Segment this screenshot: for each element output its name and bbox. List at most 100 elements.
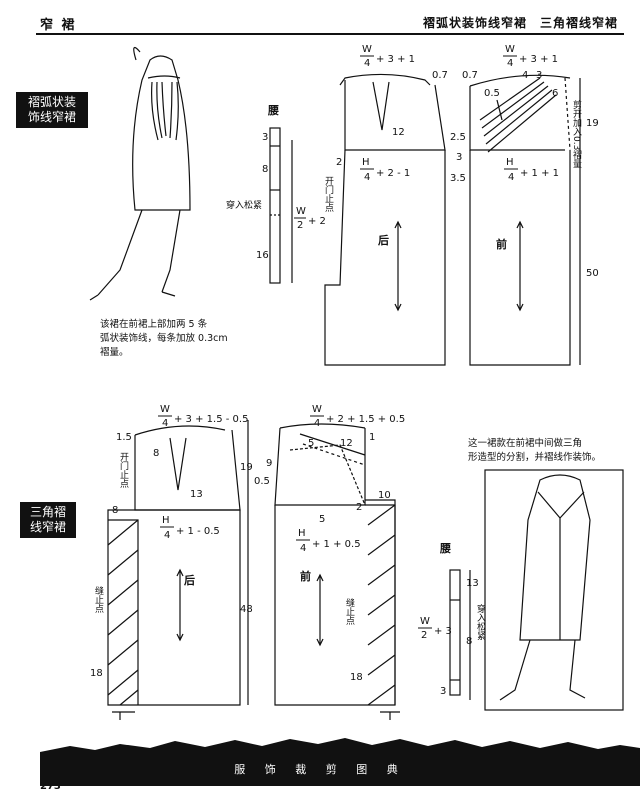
section-tab-line: 饰线窄裙 bbox=[27, 110, 76, 124]
front-top-w-add: + 3 + 1 bbox=[519, 54, 558, 65]
front-top-num: 3 bbox=[456, 152, 462, 163]
front-top-w-num: W bbox=[505, 44, 515, 55]
waistband-top-title: 腰 bbox=[267, 104, 279, 117]
back-top-num: 12 bbox=[392, 127, 405, 138]
front-bottom-num: 9 bbox=[266, 458, 272, 469]
section-tab-top: 褶弧状装 饰线窄裙 bbox=[16, 92, 88, 128]
waistband-top-num: 3 bbox=[262, 132, 268, 143]
back-bottom-num: 48 bbox=[240, 604, 253, 615]
front-top-num: 3 bbox=[536, 70, 542, 81]
front-bottom-num: 5 bbox=[308, 438, 314, 449]
front-bottom-num: 5 bbox=[319, 514, 325, 525]
front-bottom-num: 2 bbox=[356, 502, 362, 513]
front-bottom-num: 10 bbox=[378, 490, 391, 501]
caption-line: 形造型的分割，并褶线作装饰。 bbox=[468, 452, 602, 463]
front-bottom-num: 1 bbox=[369, 432, 375, 443]
front-piece-bottom bbox=[274, 423, 400, 720]
figure-illustration-top bbox=[89, 46, 191, 301]
back-top-label: 后 bbox=[378, 233, 389, 247]
back-bottom-num: 8 bbox=[153, 448, 159, 459]
waistband-top-formula-den: 2 bbox=[297, 220, 303, 231]
front-top-label: 前 bbox=[496, 237, 507, 251]
back-top-num: 0.7 bbox=[432, 70, 448, 81]
running-head-left: 窄 裙 bbox=[40, 18, 77, 33]
waistband-top bbox=[269, 127, 293, 284]
caption-line: 该裙在前裙上部加两 5 条 bbox=[100, 319, 208, 330]
front-top-h-add: + 1 + 1 bbox=[520, 168, 559, 179]
back-bottom-label: 后 bbox=[184, 573, 195, 587]
back-bottom-w-num: W bbox=[160, 404, 170, 415]
back-top-h-add: + 2 - 1 bbox=[376, 168, 410, 179]
front-piece-top bbox=[469, 74, 581, 366]
front-bottom-h-add: + 1 + 0.5 bbox=[312, 539, 361, 550]
caption-top: 该裙在前裙上部加两 5 条 弧状装饰线，每条加放 0.3cm 褶量。 bbox=[100, 318, 250, 360]
back-top-h-num: H bbox=[362, 157, 370, 168]
front-top-w-den: 4 bbox=[507, 58, 513, 69]
front-bottom-num: 18 bbox=[350, 672, 363, 683]
front-top-num: 2.5 bbox=[450, 132, 466, 143]
back-bottom-h-den: 4 bbox=[164, 530, 170, 541]
front-top-h-num: H bbox=[506, 157, 514, 168]
waistband-bottom-num: 8 bbox=[466, 636, 472, 647]
waistband-top-num: 16 bbox=[256, 250, 269, 261]
front-top-num: 50 bbox=[586, 268, 599, 279]
running-head-right: 褶弧状装饰线窄裙 三角褶线窄裙 bbox=[422, 16, 618, 30]
back-top-placket-note: 开门止点 bbox=[323, 176, 333, 212]
waistband-bottom-title: 腰 bbox=[439, 542, 451, 555]
front-top-num: 6 bbox=[552, 88, 558, 99]
front-top-num: 0.7 bbox=[462, 70, 478, 81]
header-rule bbox=[36, 33, 624, 35]
caption-line: 褶量。 bbox=[100, 347, 129, 358]
front-bottom-w-den: 4 bbox=[314, 418, 320, 429]
back-bottom-num: 19 bbox=[240, 462, 253, 473]
front-top-num: 4 bbox=[522, 70, 528, 81]
front-bottom-num: 12 bbox=[340, 438, 353, 449]
front-bottom-slit-note: 缝止点 bbox=[344, 598, 354, 625]
back-bottom-w-den: 4 bbox=[162, 418, 168, 429]
section-tab-line: 褶弧状装 bbox=[27, 95, 76, 109]
back-bottom-slit-note: 缝止点 bbox=[93, 586, 103, 613]
waistband-top-elastic: 穿入松紧 bbox=[226, 199, 262, 211]
front-top-h-den: 4 bbox=[508, 172, 514, 183]
back-piece-bottom bbox=[107, 420, 249, 720]
waistband-bottom-num: 3 bbox=[440, 686, 446, 697]
back-bottom-h-add: + 1 - 0.5 bbox=[176, 526, 220, 537]
back-bottom-placket-note: 开门止点 bbox=[118, 452, 128, 488]
back-bottom-num: 1.5 bbox=[116, 432, 132, 443]
front-bottom-w-add: + 2 + 1.5 + 0.5 bbox=[326, 414, 405, 425]
front-bottom-h-num: H bbox=[298, 528, 306, 539]
waistband-top-formula-add: + 2 bbox=[308, 216, 326, 227]
section-tab-line: 三角褶 bbox=[29, 505, 66, 519]
back-bottom-h-num: H bbox=[162, 515, 170, 526]
footer-mountain-band bbox=[40, 738, 640, 786]
page-number: 273 bbox=[40, 781, 61, 792]
front-top-pleat-note: 剪开加入0.3褶量 bbox=[571, 100, 581, 169]
caption-line: 这一裙款在前裙中间做三角 bbox=[468, 438, 583, 449]
back-bottom-num: 13 bbox=[190, 489, 203, 500]
caption-line: 弧状装饰线，每条加放 0.3cm bbox=[100, 333, 228, 344]
waistband-top-num: 8 bbox=[262, 164, 268, 175]
waistband-bottom-w-add: + 3 bbox=[434, 626, 452, 637]
front-bottom-h-den: 4 bbox=[300, 543, 306, 554]
back-bottom-num: 8 bbox=[112, 505, 118, 516]
waistband-bottom-w-num: W bbox=[420, 616, 430, 627]
footer-book-title: 服 饰 裁 剪 图 典 bbox=[234, 763, 406, 776]
waistband-bottom bbox=[449, 569, 471, 700]
section-tab-line: 线窄裙 bbox=[29, 520, 66, 534]
front-bottom-label: 前 bbox=[300, 569, 311, 583]
front-bottom-num: 0.5 bbox=[254, 476, 270, 487]
front-bottom-w-num: W bbox=[312, 404, 322, 415]
figure-illustration-bottom bbox=[484, 469, 624, 711]
section-tab-bottom: 三角褶 线窄裙 bbox=[20, 502, 76, 538]
back-bottom-w-add: + 3 + 1.5 - 0.5 bbox=[174, 414, 248, 425]
back-top-w-den: 4 bbox=[364, 58, 370, 69]
waistband-top-formula-num: W bbox=[296, 206, 306, 217]
front-top-num: 0.5 bbox=[484, 88, 500, 99]
back-bottom-num: 18 bbox=[90, 668, 103, 679]
back-top-w-num: W bbox=[362, 44, 372, 55]
front-top-num: 19 bbox=[586, 118, 599, 129]
back-top-num: 2 bbox=[336, 157, 342, 168]
front-top-num: 3.5 bbox=[450, 173, 466, 184]
back-top-w-add: + 3 + 1 bbox=[376, 54, 415, 65]
